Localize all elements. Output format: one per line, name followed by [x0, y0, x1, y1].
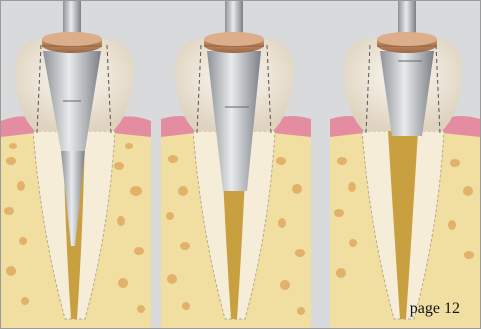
page-number: page 12: [410, 300, 460, 318]
endodontic-file-panel-2: [161, 1, 311, 328]
file-handle: [225, 1, 243, 36]
endodontic-file-panel-3: [330, 1, 480, 328]
file-handle: [398, 1, 416, 36]
panel-2: [161, 1, 311, 328]
endodontic-file-panel-1: [1, 1, 151, 328]
file-handle: [63, 1, 81, 36]
panel-1: [1, 1, 151, 328]
panel-3: [330, 1, 480, 328]
